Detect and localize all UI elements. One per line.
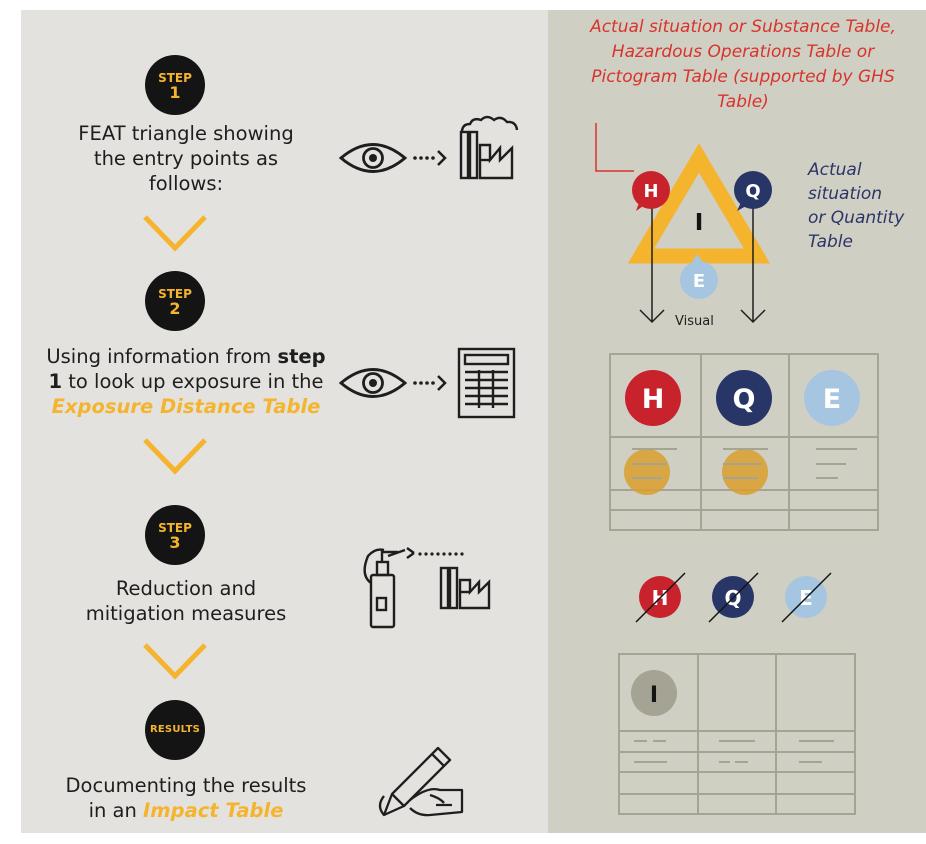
step-3-number: 3 (169, 533, 181, 552)
eye-icon (338, 143, 408, 173)
hand-writing-icon (378, 746, 464, 817)
substance-table-caption: Actual situation or Substance Table, Haz… (560, 15, 926, 115)
triangle-center-label: I (695, 210, 704, 236)
step-1-badge: STEP 1 (145, 55, 205, 115)
exposure-circle-e-label: E (693, 271, 705, 292)
impact-table-dashes (634, 740, 834, 763)
navy-caption-line-3: or Quantity (808, 208, 905, 228)
step-2-badge: STEP 2 (145, 271, 205, 331)
step-2-word: STEP (158, 287, 192, 301)
red-caption-line-3: Pictogram Table (supported by GHS (591, 67, 895, 87)
exposure-table-highlights (624, 449, 768, 495)
navy-caption-line-4: Table (808, 232, 853, 252)
results-line-1: Documenting the results (65, 774, 307, 797)
navy-caption-line-1: Actual (808, 160, 862, 180)
step-2-line-1-bold: step (277, 345, 326, 368)
table-circle-h-label: H (642, 384, 665, 415)
table-document-icon (457, 347, 516, 419)
chevron-down-icon (143, 643, 207, 680)
step-3-badge: STEP 3 (145, 505, 205, 565)
step-1-line-3: follows: (148, 172, 224, 195)
step-2-line-3-highlight: Exposure Distance Table (51, 395, 321, 418)
step-2-text: Using information from step 1 to look up… (21, 344, 351, 419)
impact-circle-label: I (650, 683, 658, 708)
results-line-2: in an Impact Table (21, 798, 351, 823)
dotted-arrow-icon (413, 375, 447, 391)
chevron-down-icon (143, 215, 207, 252)
results-text: Documenting the results in an Impact Tab… (21, 773, 351, 823)
impact-table-circle: I (631, 670, 677, 716)
eye-icon (338, 368, 408, 398)
navy-caption-line-2: situation (808, 184, 883, 204)
quantity-table-caption: Actual situation or Quantity Table (808, 158, 926, 254)
impact-table (618, 653, 856, 815)
chevron-down-icon (143, 438, 207, 475)
step-3-line-1: Reduction and (115, 577, 257, 600)
quantity-circle-q: Q (734, 171, 772, 211)
exposure-circle-e: E (680, 254, 718, 299)
visual-arrows (639, 205, 766, 324)
step-1-word: STEP (158, 71, 192, 85)
results-word: RESULTS (150, 724, 200, 735)
results-line-2-highlight: Impact Table (143, 799, 284, 822)
caption-connector-line (595, 123, 634, 172)
visual-label: Visual (675, 314, 714, 329)
fire-extinguisher-icon (363, 547, 415, 629)
dotted-arrow-icon (413, 150, 447, 166)
step-2-line-1-text: Using information from (46, 345, 278, 368)
hazard-circle-h-label: H (643, 181, 658, 202)
dotted-line-icon (418, 552, 464, 556)
step-1-number: 1 (169, 83, 181, 102)
table-circle-q-label: Q (733, 384, 756, 415)
step-2-line-1: Using information from step (21, 344, 351, 369)
step-1-text: FEAT triangle showing the entry points a… (21, 121, 351, 196)
factory-icon (459, 115, 519, 180)
table-circle-e-label: E (823, 384, 841, 415)
step-2-line-2-bold: 1 (48, 370, 63, 393)
quantity-circle-q-label: Q (745, 181, 760, 202)
feat-triangle: I (627, 143, 771, 264)
factory-icon (439, 566, 491, 610)
step-3-text: Reduction and mitigation measures (21, 576, 351, 626)
step-3-word: STEP (158, 521, 192, 535)
results-badge: RESULTS (145, 700, 205, 760)
step-3-line-2: mitigation measures (85, 602, 287, 625)
exposure-table-header-circles: H Q E (625, 370, 860, 426)
hazard-circle-h: H (632, 171, 670, 211)
step-2-number: 2 (169, 299, 181, 318)
results-line-2-text: in an (88, 799, 144, 822)
red-caption-line-1: Actual situation or Substance Table, (590, 17, 896, 37)
crossed-out-q-icon: Q (708, 572, 759, 623)
step-1-line-2: the entry points as (93, 147, 279, 170)
step-1-line-1: FEAT triangle showing (78, 122, 294, 145)
step-2-line-2-text: to look up exposure in the (62, 370, 324, 393)
crossed-out-h-icon: H (635, 572, 686, 623)
exposure-table-dashes (632, 448, 857, 479)
red-caption-line-2: Hazardous Operations Table or (611, 42, 875, 62)
crossed-out-e-icon: E (781, 572, 832, 623)
step-2-line-2: 1 to look up exposure in the (21, 369, 351, 394)
red-caption-line-4: Table) (717, 92, 769, 112)
